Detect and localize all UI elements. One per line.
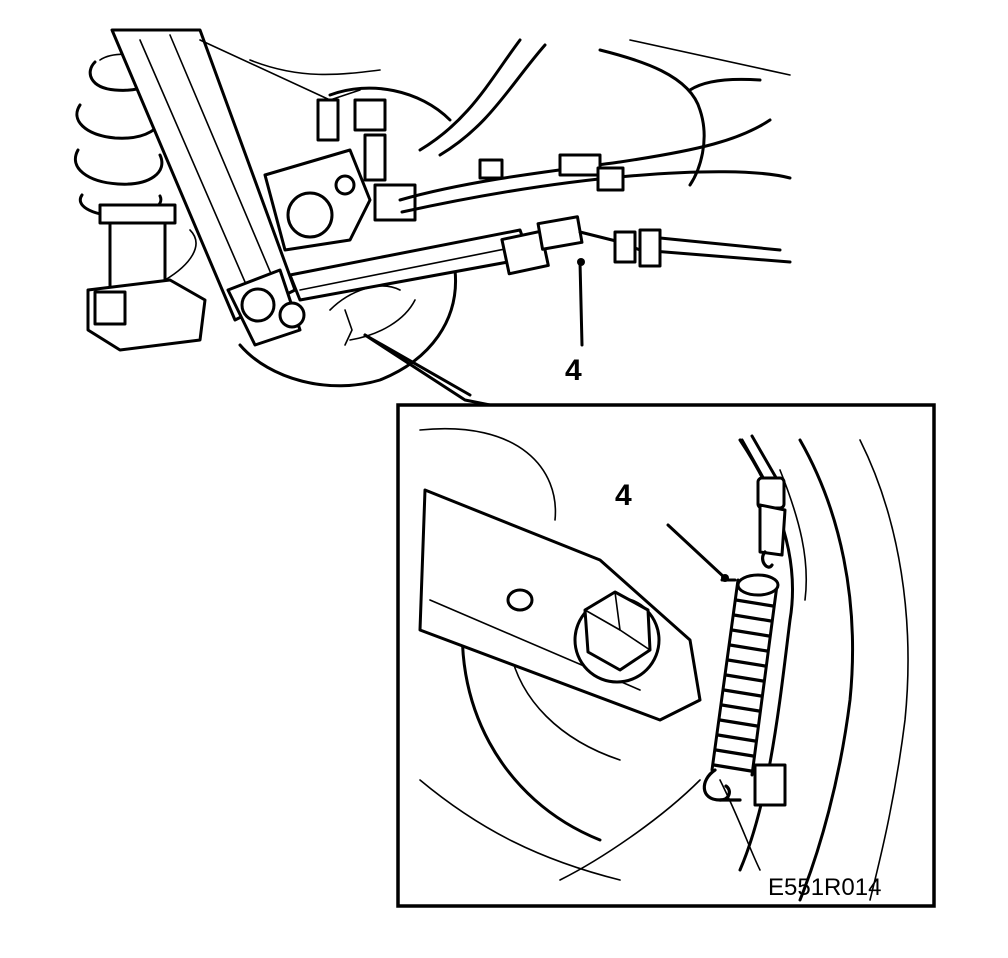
callout-label-detail: 4 [615,479,632,512]
brake-drum [238,86,458,388]
trailing-arm [110,28,306,347]
spring-coils [710,573,780,777]
callout-dot-main [577,258,585,266]
detail-arm [418,488,702,722]
upper-bracket [199,39,417,252]
detail-leader-line-2 [363,333,472,397]
callout-label-main: 4 [565,354,582,387]
return-spring [666,434,787,802]
brake-lines [398,38,792,214]
main-view: 4 [74,28,792,407]
shock-absorber [86,203,207,352]
detail-view: 4 E551R014 [396,403,936,908]
handbrake-cable [288,215,792,347]
figure-code: E551R014 [768,874,881,901]
